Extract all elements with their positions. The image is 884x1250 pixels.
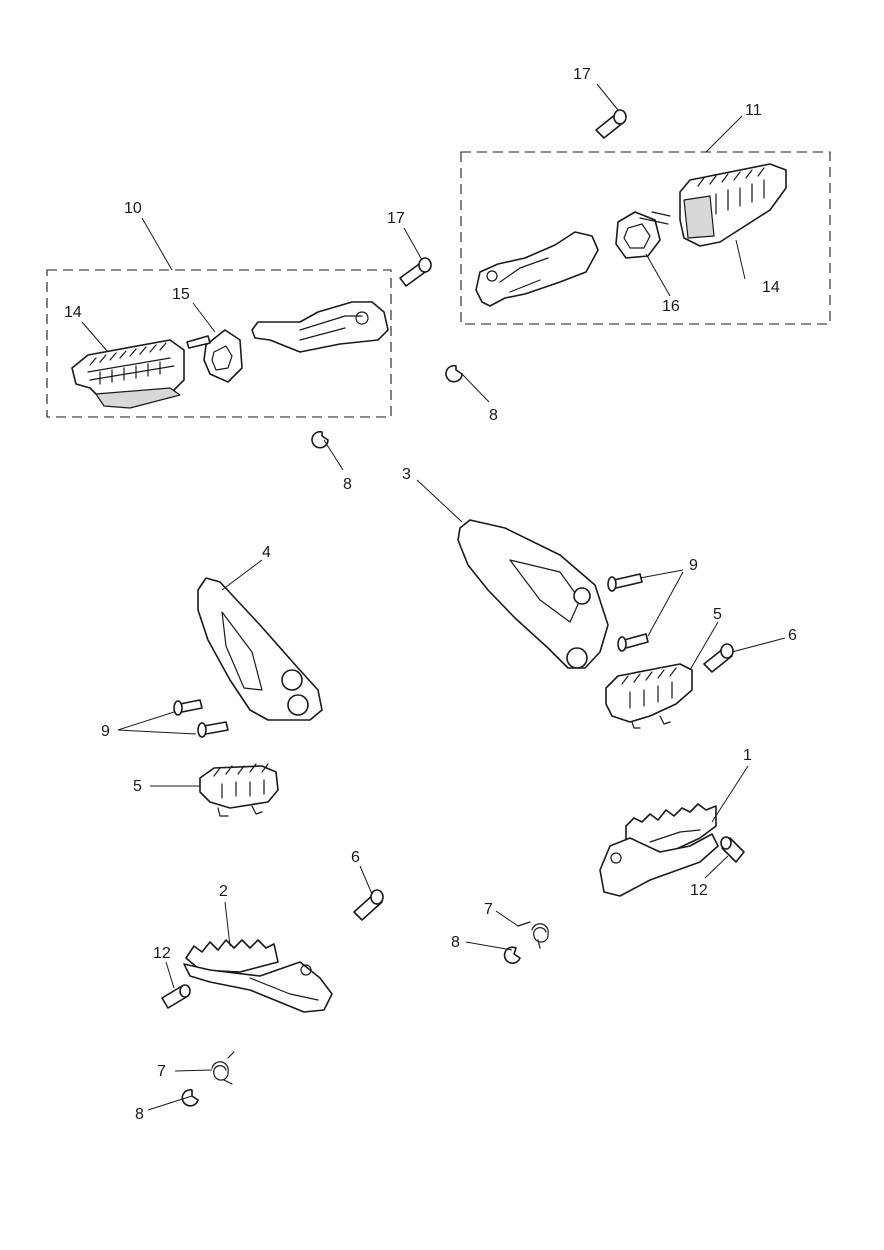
part-2-left-footpeg	[183, 939, 333, 1013]
part-14-right-rubber-peg	[679, 163, 787, 247]
callout-1: 1	[743, 747, 752, 764]
part-8-circlip-a	[311, 430, 329, 449]
callout-8-upper-right: 8	[489, 407, 498, 424]
part-10-hanger-arm	[251, 301, 389, 353]
callout-3: 3	[402, 466, 411, 483]
part-14-left-rubber-peg	[71, 339, 185, 409]
part-7-spring-a	[517, 921, 549, 949]
callout-8-upper-left: 8	[343, 476, 352, 493]
part-8-circlip-d	[181, 1089, 199, 1107]
part-11-hanger-arm	[475, 231, 599, 307]
part-8-circlip-b	[445, 364, 463, 383]
part-9-bolt-a	[607, 573, 643, 592]
part-6-pin-b	[353, 889, 384, 921]
part-9-bolt-c	[173, 699, 203, 716]
part-17-pin-b	[399, 257, 432, 287]
leader-lines	[81, 83, 786, 1111]
callout-9-right: 9	[689, 557, 698, 574]
callout-14-right: 14	[762, 279, 780, 296]
part-7-spring-b	[211, 1051, 235, 1085]
callout-7-left: 7	[157, 1063, 166, 1080]
callout-8-lower-left: 8	[135, 1106, 144, 1123]
callout-6-right: 6	[788, 627, 797, 644]
callout-17-top: 17	[573, 66, 591, 83]
callout-17-middle: 17	[387, 210, 405, 227]
callout-9-left: 9	[101, 723, 110, 740]
callout-11: 11	[745, 102, 762, 119]
part-12-pin-b	[161, 984, 191, 1009]
part-15-adapter	[186, 329, 243, 383]
part-9-bolt-b	[617, 633, 649, 652]
part-5-left-rubber-peg	[199, 763, 279, 817]
callout-15: 15	[172, 286, 190, 303]
group-box-10	[46, 269, 392, 418]
callout-10: 10	[124, 200, 142, 217]
callout-4: 4	[262, 544, 271, 561]
callout-14-left: 14	[64, 304, 82, 321]
part-4-heel-guard	[197, 577, 323, 721]
callout-16: 16	[662, 298, 680, 315]
part-12-pin-a	[720, 836, 745, 863]
part-16-plate	[615, 211, 671, 259]
part-6-pin-a	[703, 643, 734, 673]
callout-12-right: 12	[690, 882, 708, 899]
group-box-11	[460, 151, 831, 325]
part-1-right-footpeg	[599, 803, 719, 897]
callout-7-right: 7	[484, 901, 493, 918]
callout-12-left: 12	[153, 945, 171, 962]
part-8-circlip-c	[503, 946, 521, 964]
part-17-pin-a	[595, 109, 627, 139]
part-3-heel-guard	[457, 519, 609, 669]
callout-5-right: 5	[713, 606, 722, 623]
callout-2: 2	[219, 883, 228, 900]
part-5-right-rubber-peg	[605, 663, 693, 729]
callout-8-lower-right: 8	[451, 934, 460, 951]
callout-6-left: 6	[351, 849, 360, 866]
callout-5-left: 5	[133, 778, 142, 795]
part-9-bolt-d	[197, 721, 229, 738]
